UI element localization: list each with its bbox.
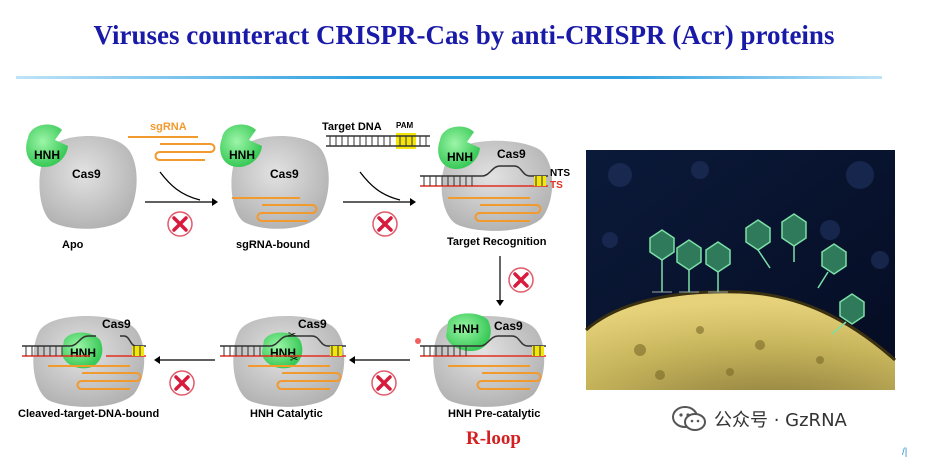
target-dna-free: Target DNA PAM — [322, 121, 430, 149]
stage-target-recognition: HNH Cas9 NTS TS Target Recognition — [420, 126, 570, 248]
block-icon — [372, 211, 398, 237]
hnh-domain — [438, 126, 480, 170]
wechat-icon — [672, 406, 706, 431]
cas9-label: Cas9 — [102, 317, 131, 331]
slide-title: Viruses counteract CRISPR-Cas by anti-CR… — [93, 20, 835, 50]
transition-arrow-4 — [349, 356, 410, 364]
hnh-domain — [446, 313, 491, 352]
transition-arrow-2 — [343, 171, 416, 206]
hnh-domain — [262, 332, 303, 369]
hnh-label: HNH — [453, 322, 479, 336]
hnh-domain — [220, 124, 262, 168]
watermark-text: 公众号 · GzRNA — [714, 410, 847, 431]
stage-sgrna-bound: HNH Cas9 sgRNA-bound — [220, 124, 329, 251]
nts-label: NTS — [550, 168, 570, 179]
block-icon — [169, 370, 195, 396]
target-dna-label: Target DNA — [322, 121, 382, 133]
stage-label-sgrna-bound: sgRNA-bound — [236, 239, 310, 251]
cas9-label: Cas9 — [298, 317, 327, 331]
stage-label-apo: Apo — [62, 239, 84, 251]
rloop-label: R-loop — [466, 428, 521, 449]
scissors-icon: ✂ — [288, 330, 296, 341]
title-divider — [16, 76, 882, 79]
stage-hnh-catalytic: HNH Cas9 ✂ ✂ HNH Catalytic — [220, 315, 346, 420]
hnh-label: HNH — [34, 148, 60, 162]
ts-label: TS — [550, 180, 563, 191]
stage-hnh-precatalytic: HNH Cas9 HNH Pre-catalytic R-loop — [415, 313, 546, 449]
stage-apo: HNH Cas9 Apo — [26, 124, 137, 251]
hnh-label: HNH — [229, 148, 255, 162]
phage-micrograph — [585, 150, 896, 390]
block-icon — [371, 370, 397, 396]
sgrna-free: sgRNA — [128, 121, 216, 161]
sgrna-label: sgRNA — [150, 121, 187, 133]
stage-label-target-recognition: Target Recognition — [447, 236, 547, 248]
cas9-label: Cas9 — [497, 147, 526, 161]
block-icon — [508, 267, 534, 293]
cas9-label: Cas9 — [270, 167, 299, 181]
cas9-label: Cas9 — [72, 167, 101, 181]
stage-label-cleaved: Cleaved-target-DNA-bound — [18, 408, 159, 420]
transition-arrow-5 — [154, 356, 215, 364]
cas9-body — [39, 135, 137, 229]
corner-mark: /| — [902, 447, 907, 457]
hnh-label: HNH — [447, 150, 473, 164]
watermark: 公众号 · GzRNA — [672, 404, 847, 434]
scissors-icon: ✂ — [290, 354, 298, 365]
transition-arrow-1 — [145, 171, 218, 206]
bacterial-cell — [586, 291, 895, 390]
block-icon — [167, 211, 193, 237]
pam-label: PAM — [396, 121, 414, 130]
stage-cleaved-target-dna-bound: HNH Cas9 Cleaved-target-DNA-bound — [18, 315, 159, 420]
stage-label-hnh-catalytic: HNH Catalytic — [250, 408, 323, 420]
hnh-label: HNH — [70, 346, 96, 360]
transition-arrow-3 — [496, 256, 504, 306]
hnh-domain — [62, 332, 103, 369]
stage-label-hnh-precatalytic: HNH Pre-catalytic — [448, 408, 540, 420]
hnh-domain — [26, 124, 68, 168]
cas9-label: Cas9 — [494, 319, 523, 333]
